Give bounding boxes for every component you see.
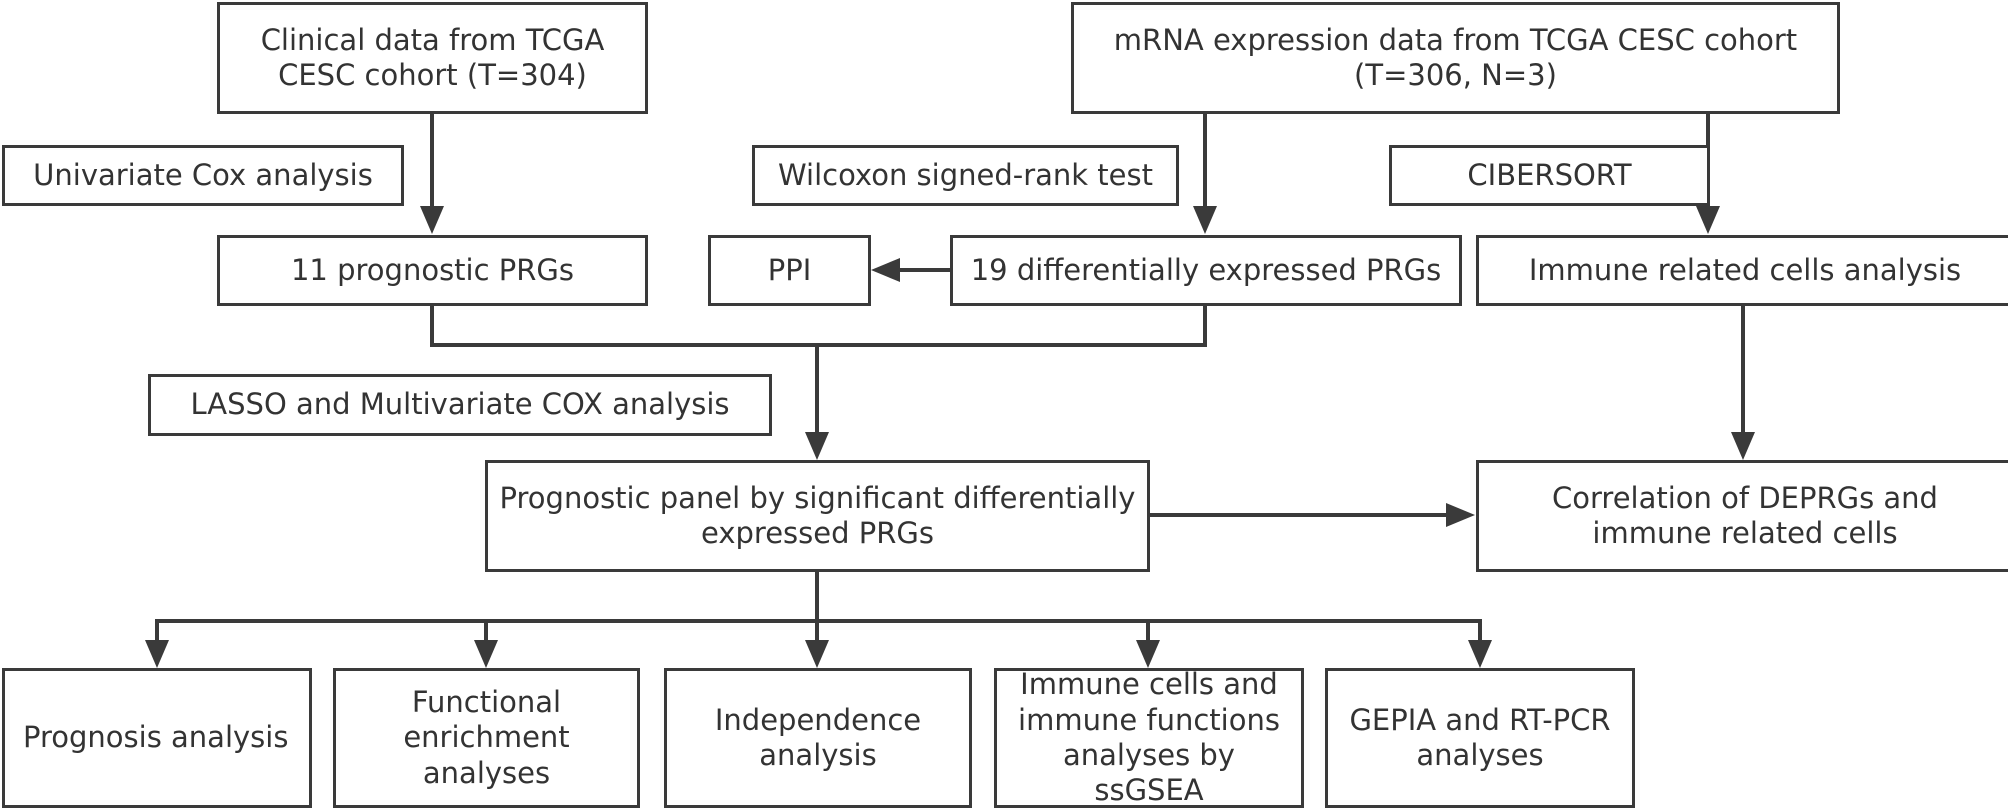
arrowhead-functional: [474, 640, 498, 668]
node-ssgsea-analysis: Immune cells and immune functions analys…: [994, 667, 1304, 808]
arrowhead-correlation-side: [1446, 503, 1475, 527]
arrowhead-immune-cells: [1696, 206, 1720, 234]
node-prognostic-panel-label: Prognostic panel by significant differen…: [499, 480, 1136, 550]
method-lasso-multivariate-cox: LASSO and Multivariate COX analysis: [148, 374, 772, 436]
node-differentially-expressed-prgs: 19 differentially expressed PRGs: [950, 235, 1462, 306]
node-independence-analysis: Independence analysis: [664, 668, 972, 808]
node-mrna-expression-data-label: mRNA expression data from TCGA CESC coho…: [1113, 22, 1798, 92]
node-ppi: PPI: [708, 235, 871, 306]
node-prognosis-analysis-label: Prognosis analysis: [23, 720, 289, 755]
node-immune-related-cells-label: Immune related cells analysis: [1528, 252, 1962, 287]
arrowhead-panel: [805, 432, 829, 460]
node-prognostic-prgs: 11 prognostic PRGs: [217, 235, 648, 306]
node-clinical-data: Clinical data from TCGA CESC cohort (T=3…: [217, 2, 648, 114]
node-ppi-label: PPI: [767, 252, 812, 287]
node-mrna-expression-data: mRNA expression data from TCGA CESC coho…: [1071, 2, 1840, 114]
method-wilcoxon-label: Wilcoxon signed-rank test: [777, 157, 1153, 192]
method-cibersort: CIBERSORT: [1389, 145, 1710, 206]
node-functional-enrichment: Functional enrichment analyses: [333, 668, 640, 808]
node-prognostic-prgs-label: 11 prognostic PRGs: [290, 252, 574, 287]
node-clinical-data-label: Clinical data from TCGA CESC cohort (T=3…: [260, 22, 605, 92]
arrowhead-ssgsea: [1136, 640, 1160, 668]
node-prognosis-analysis: Prognosis analysis: [2, 668, 312, 808]
node-gepia-rtpcr-analysis: GEPIA and RT-PCR analyses: [1325, 668, 1635, 808]
node-independence-analysis-label: Independence analysis: [714, 702, 922, 772]
node-correlation-deprgs-immune-cells-label: Correlation of DEPRGs and immune related…: [1552, 480, 1938, 550]
node-correlation-deprgs-immune-cells: Correlation of DEPRGs and immune related…: [1476, 460, 2008, 572]
arrowhead-ppi: [871, 258, 900, 282]
method-wilcoxon: Wilcoxon signed-rank test: [752, 145, 1179, 206]
arrowhead-prognosis: [145, 640, 169, 668]
arrowhead-independence: [805, 640, 829, 668]
node-gepia-rtpcr-analysis-label: GEPIA and RT-PCR analyses: [1349, 702, 1611, 772]
arrowhead-gepia: [1468, 640, 1492, 668]
method-lasso-multivariate-cox-label: LASSO and Multivariate COX analysis: [190, 387, 730, 422]
method-univariate-cox: Univariate Cox analysis: [2, 145, 404, 206]
node-functional-enrichment-label: Functional enrichment analyses: [403, 684, 570, 790]
method-cibersort-label: CIBERSORT: [1467, 157, 1632, 192]
method-univariate-cox-label: Univariate Cox analysis: [33, 157, 373, 192]
arrowhead-correlation: [1731, 432, 1755, 460]
node-immune-related-cells: Immune related cells analysis: [1476, 235, 2008, 306]
node-prognostic-panel: Prognostic panel by significant differen…: [485, 460, 1150, 572]
node-ssgsea-analysis-label: Immune cells and immune functions analys…: [1018, 667, 1280, 808]
node-differentially-expressed-prgs-label: 19 differentially expressed PRGs: [970, 252, 1442, 287]
arrowhead-prognostic-prgs: [420, 206, 444, 234]
arrowhead-deprgs: [1193, 206, 1217, 234]
